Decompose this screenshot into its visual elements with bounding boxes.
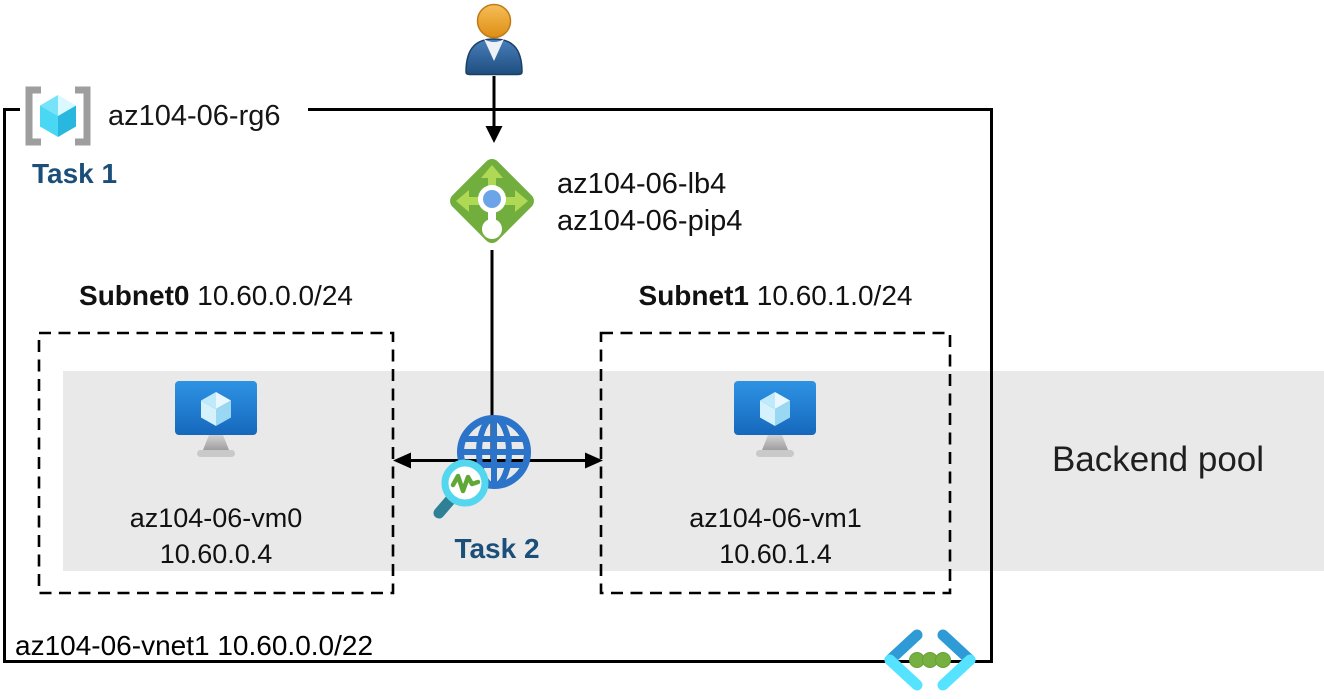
user-icon	[465, 3, 523, 76]
pip-name: az104-06-pip4	[557, 205, 743, 237]
backend-pool-label: Backend pool	[1051, 440, 1265, 479]
subnet0-cidr: 10.60.0.0/24	[197, 280, 353, 311]
subnet1-cidr: 10.60.1.0/24	[756, 280, 913, 311]
lb-name: az104-06-lb4	[557, 168, 727, 200]
task2-label: Task 2	[454, 533, 540, 564]
load-balancer-labels: az104-06-lb4 az104-06-pip4	[557, 166, 742, 240]
vnet-label: az104-06-vnet1 10.60.0.0/22	[15, 630, 374, 661]
user-collar	[484, 39, 504, 61]
vm0-text: az104-06-vm0 10.60.0.4	[39, 500, 393, 572]
subnet0-name: Subnet0	[79, 280, 190, 311]
vm-base	[197, 450, 235, 457]
subnet1-label: Subnet1 10.60.1.0/24	[601, 280, 950, 312]
rg-bracket-right	[75, 86, 91, 146]
lb-center-dot	[483, 190, 501, 208]
vm0-name: az104-06-vm0	[129, 503, 303, 533]
virtual-machine-icon-vm0	[175, 381, 257, 457]
resource-group-header: az104-06-rg6	[20, 84, 308, 148]
virtual-machine-icon-vm1	[734, 381, 816, 457]
subnet1-name: Subnet1	[638, 280, 749, 311]
globe-magnifier-icon	[433, 415, 531, 519]
vm0-ip: 10.60.0.4	[159, 539, 273, 569]
subnet0-label: Subnet0 10.60.0.0/24	[39, 280, 393, 312]
task1-label: Task 1	[32, 158, 118, 189]
vm1-ip: 10.60.1.4	[719, 539, 832, 569]
virtual-network-icon	[884, 629, 976, 691]
resource-group-name: az104-06-rg6	[108, 99, 281, 132]
vm1-name: az104-06-vm1	[689, 503, 862, 533]
resource-group-icon	[25, 86, 91, 146]
vm-stand	[203, 435, 229, 450]
user-head	[476, 3, 512, 39]
rg-bracket-left	[25, 86, 41, 146]
load-balancer-icon	[450, 159, 534, 243]
vm1-text: az104-06-vm1 10.60.1.4	[601, 500, 950, 572]
user-to-lb-arrowhead	[485, 126, 503, 143]
